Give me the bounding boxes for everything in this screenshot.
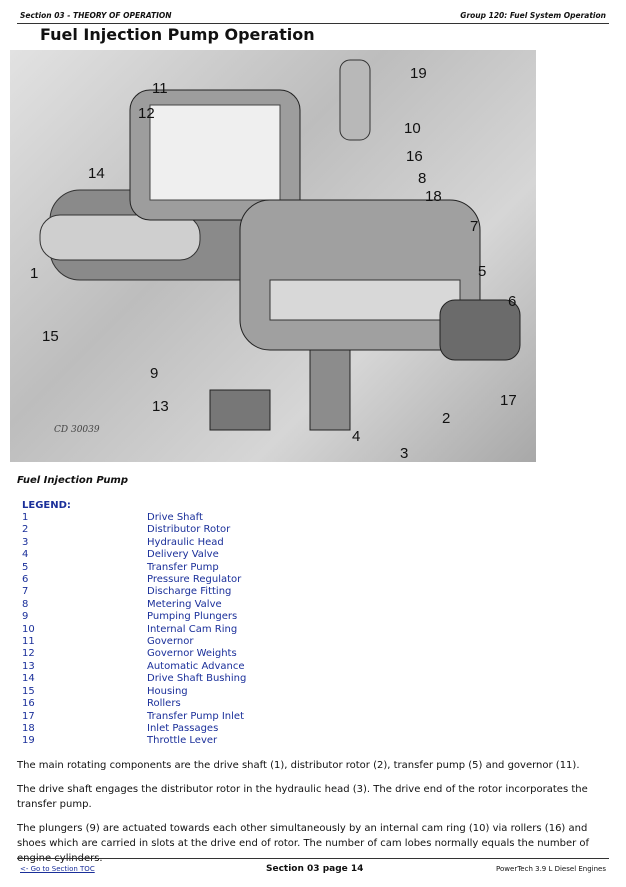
legend-number: 15	[22, 685, 35, 697]
callout-3: 3	[400, 445, 409, 462]
legend-number: 1	[22, 512, 29, 523]
legend-label: Pressure Regulator	[147, 574, 242, 586]
callout-11: 11	[152, 80, 168, 97]
legend-number: 2	[22, 524, 29, 536]
callout-18: 18	[425, 188, 442, 205]
legend-label: Internal Cam Ring	[147, 623, 238, 635]
legend-item: 9 Pumping Plungers	[22, 611, 246, 623]
legend-label: Discharge Fitting	[147, 586, 232, 598]
legend-item: 11 Governor	[22, 636, 246, 648]
page-number: Section 03 page 14	[266, 864, 364, 874]
legend-item: 14 Drive Shaft Bushing	[22, 673, 246, 685]
callout-17: 17	[500, 392, 517, 409]
legend-number: 16	[22, 698, 35, 710]
page-title: Fuel Injection Pump Operation	[40, 25, 315, 44]
figure-caption: Fuel Injection Pump	[17, 475, 129, 486]
legend-number: 3	[22, 536, 29, 548]
legend-label: Transfer Pump	[147, 561, 219, 573]
callout-6: 6	[508, 293, 517, 310]
callout-1: 1	[30, 265, 39, 282]
callout-2: 2	[442, 410, 451, 427]
legend-number: 8	[22, 598, 29, 610]
legend-number: 6	[22, 574, 29, 586]
callout-13: 13	[152, 398, 169, 415]
figure-code: CD 30039	[54, 425, 100, 435]
legend-item: 18 Inlet Passages	[22, 723, 246, 735]
legend-label: Metering Valve	[147, 598, 222, 610]
legend-item: 12 Governor Weights	[22, 648, 246, 660]
callout-12: 12	[138, 105, 155, 122]
legend-label: Governor	[147, 636, 194, 648]
legend-label: Transfer Pump Inlet	[147, 710, 244, 722]
legend-heading: LEGEND:	[22, 500, 71, 511]
legend-label: Pumping Plungers	[147, 611, 238, 623]
section-toc-link[interactable]: <- Go to Section TOC	[20, 865, 95, 873]
legend-label: Drive Shaft	[147, 512, 203, 523]
legend-list: 1 Drive Shaft 2 Distributor Rotor 3 Hydraulic…	[22, 512, 246, 748]
legend-label: Throttle Lever	[147, 735, 218, 747]
section-header: Section 03 - THEORY OF OPERATION	[20, 11, 172, 20]
pump-cutaway-figure: 11 12 14 1 15 9 13 19 10 16 8 18 7 5 6 1…	[10, 50, 536, 462]
paragraph-1: The main rotating components are the dri…	[17, 760, 580, 771]
legend-item: 19 Throttle Lever	[22, 735, 246, 747]
legend-number: 19	[22, 735, 35, 747]
callout-5: 5	[478, 263, 487, 280]
legend-label: Housing	[147, 685, 188, 697]
legend-item: 4 Delivery Valve	[22, 549, 246, 561]
legend-label: Drive Shaft Bushing	[147, 673, 247, 685]
legend-number: 13	[22, 660, 35, 672]
callout-7: 7	[470, 218, 479, 235]
legend-item: 5 Transfer Pump	[22, 562, 246, 574]
legend-label: Distributor Rotor	[147, 524, 231, 536]
callout-4: 4	[352, 428, 361, 445]
footer-product: PowerTech 3.9 L Diesel Engines	[496, 865, 606, 873]
legend-label: Governor Weights	[147, 648, 237, 660]
legend-number: 18	[22, 722, 35, 734]
callout-19: 19	[410, 65, 427, 82]
pump-illustration	[39, 59, 521, 431]
callout-8: 8	[418, 170, 427, 187]
legend-item: 17 Transfer Pump Inlet	[22, 711, 246, 723]
legend-label: Rollers	[147, 698, 181, 710]
callout-10: 10	[404, 120, 421, 137]
callout-14: 14	[88, 165, 105, 182]
legend-number: 11	[22, 636, 35, 648]
callout-16: 16	[406, 148, 423, 165]
legend-label: Hydraulic Head	[147, 536, 224, 548]
legend-item: 15 Housing	[22, 686, 246, 698]
group-header: Group 120: Fuel System Operation	[460, 11, 606, 20]
legend-number: 9	[22, 611, 29, 623]
callout-15: 15	[42, 328, 59, 345]
footer-rule	[17, 858, 609, 859]
legend-label: Delivery Valve	[147, 549, 219, 561]
legend-number: 12	[22, 648, 35, 660]
legend-number: 7	[22, 586, 29, 598]
legend-item: 13 Automatic Advance	[22, 661, 246, 673]
legend-number: 4	[22, 549, 29, 561]
header-rule	[17, 23, 609, 24]
legend-number: 17	[22, 710, 35, 722]
legend-item: 8 Metering Valve	[22, 599, 246, 611]
legend-number: 14	[22, 673, 35, 685]
legend-label: Automatic Advance	[147, 660, 245, 672]
legend-item: 3 Hydraulic Head	[22, 537, 246, 549]
legend-item: 1 Drive Shaft	[22, 512, 246, 524]
legend-item: 10 Internal Cam Ring	[22, 624, 246, 636]
legend-item: 2 Distributor Rotor	[22, 524, 246, 536]
legend-item: 7 Discharge Fitting	[22, 586, 246, 598]
paragraph-3: The plungers (9) are actuated towards ea…	[17, 823, 590, 864]
callout-9: 9	[150, 365, 159, 382]
legend-label: Inlet Passages	[147, 722, 219, 734]
legend-item: 6 Pressure Regulator	[22, 574, 246, 586]
legend-number: 10	[22, 623, 35, 635]
paragraph-2: The drive shaft engages the distributor …	[17, 784, 588, 810]
legend-item: 16 Rollers	[22, 698, 246, 710]
legend-number: 5	[22, 561, 29, 573]
